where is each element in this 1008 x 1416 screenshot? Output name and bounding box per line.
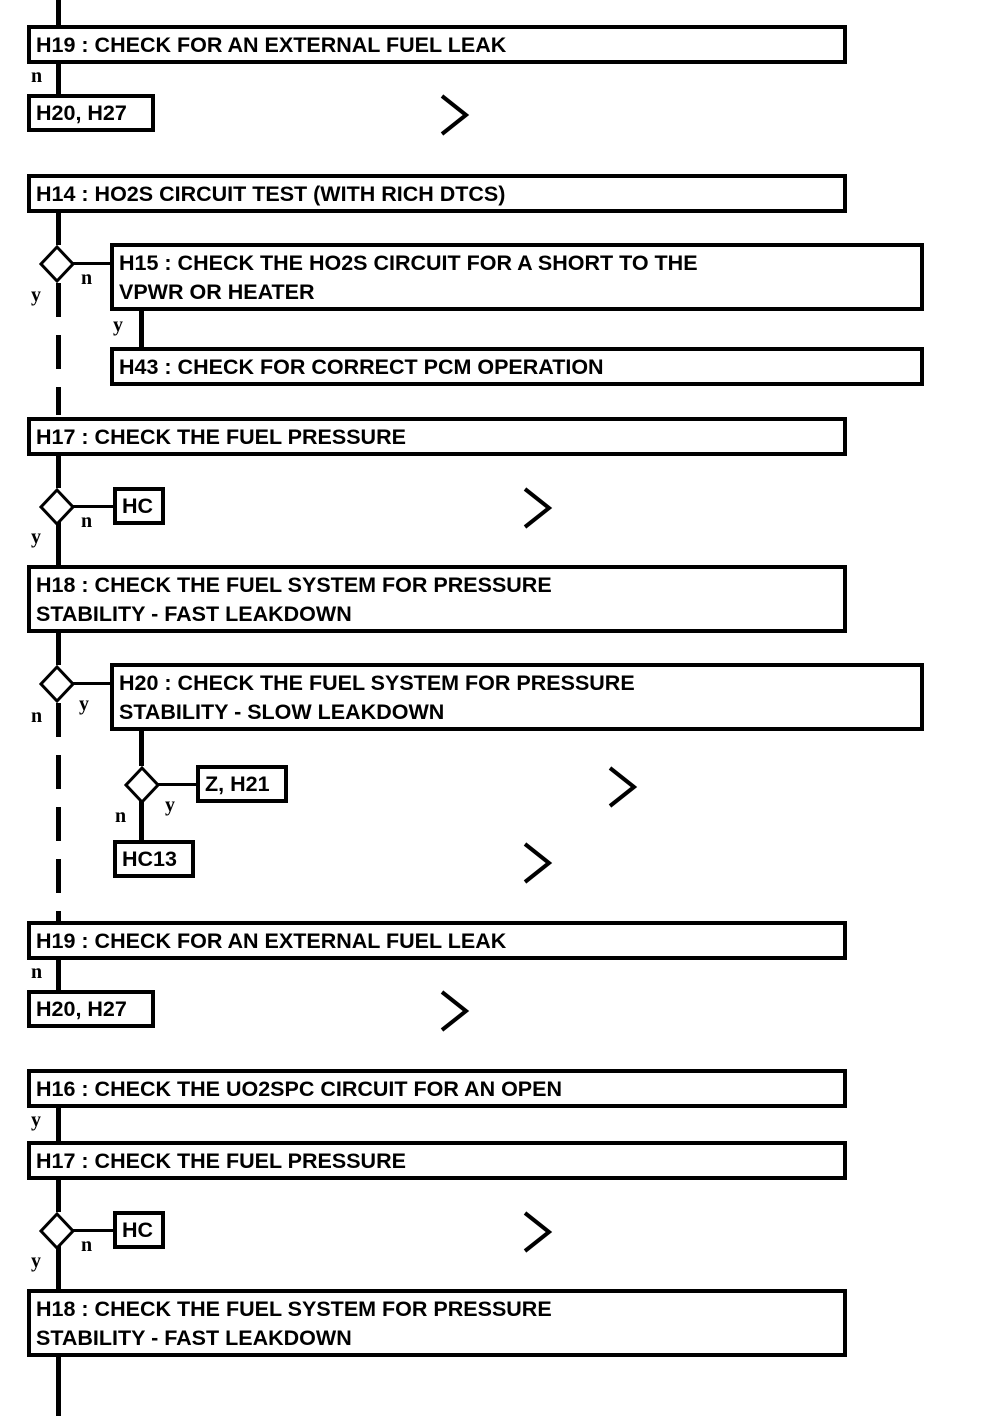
branch-label-h17b-yes: y xyxy=(31,1250,41,1272)
connector-spine-dashed-h18a-to-h19b xyxy=(56,703,61,921)
process-box-h16[interactable]: H16 : CHECK THE UO2SPC CIRCUIT FOR AN OP… xyxy=(27,1069,847,1108)
branch-label-h19b-no: n xyxy=(31,961,43,983)
chevron-marker-2 xyxy=(521,485,561,531)
branch-label-h17a-yes: y xyxy=(31,526,41,548)
decision-diamond-h14[interactable] xyxy=(39,245,75,283)
connector-h17b-no-to-hcb xyxy=(73,1229,115,1232)
chevron-marker-3 xyxy=(606,764,646,810)
branch-label-h17b-no: n xyxy=(81,1234,93,1256)
branch-label-h18a-yes: y xyxy=(79,693,89,715)
connector-h17a-yes-to-h18a xyxy=(56,522,61,567)
process-box-h17-a[interactable]: H17 : CHECK THE FUEL PRESSURE xyxy=(27,417,847,456)
connector-h18a-yes-to-h20 xyxy=(73,682,113,685)
process-box-h43[interactable]: H43 : CHECK FOR CORRECT PCM OPERATION xyxy=(110,347,924,386)
connector-h17a-to-diamond2 xyxy=(56,454,61,488)
terminal-box-hc13[interactable]: HC13 xyxy=(113,840,195,878)
decision-diamond-h17-a[interactable] xyxy=(39,488,75,526)
chevron-marker-5 xyxy=(438,988,478,1034)
branch-label-h17a-no: n xyxy=(81,510,93,532)
terminal-box-z-h21[interactable]: Z, H21 xyxy=(196,765,288,803)
branch-label-h15-yes: y xyxy=(113,314,123,336)
process-box-h20[interactable]: H20 : CHECK THE FUEL SYSTEM FOR PRESSURE… xyxy=(110,663,924,731)
branch-label-h20-no: n xyxy=(115,805,127,827)
connector-h20-to-diamond4 xyxy=(139,729,144,766)
process-box-h18-b[interactable]: H18 : CHECK THE FUEL SYSTEM FOR PRESSURE… xyxy=(27,1289,847,1357)
decision-diamond-h20[interactable] xyxy=(124,766,160,804)
process-box-h15[interactable]: H15 : CHECK THE HO2S CIRCUIT FOR A SHORT… xyxy=(110,243,924,311)
process-box-h19-a[interactable]: H19 : CHECK FOR AN EXTERNAL FUEL LEAK xyxy=(27,25,847,64)
connector-h17a-no-to-hc xyxy=(73,505,115,508)
branch-label-h14-yes: y xyxy=(31,284,41,306)
terminal-box-hc-b[interactable]: HC xyxy=(113,1211,165,1249)
terminal-box-h20-h27-b[interactable]: H20, H27 xyxy=(27,990,155,1028)
process-box-h17-b[interactable]: H17 : CHECK THE FUEL PRESSURE xyxy=(27,1141,847,1180)
connector-h20-yes-to-zh21 xyxy=(158,783,198,786)
connector-spine-dashed-h14-to-h17 xyxy=(56,283,61,415)
chevron-marker-6 xyxy=(521,1209,561,1255)
connector-h19b-to-h20h27b xyxy=(56,958,61,993)
branch-label-h18a-no: n xyxy=(31,705,43,727)
chevron-marker-1 xyxy=(438,92,478,138)
branch-label-h16-yes: y xyxy=(31,1109,41,1131)
branch-label-h14-no: n xyxy=(81,267,93,289)
connector-h18a-to-diamond3 xyxy=(56,631,61,665)
connector-top-stub xyxy=(56,0,61,28)
branch-label-h19a-no: n xyxy=(31,65,43,87)
terminal-box-h20-h27-a[interactable]: H20, H27 xyxy=(27,94,155,132)
terminal-box-hc-a[interactable]: HC xyxy=(113,487,165,525)
connector-h14-no-to-h15 xyxy=(73,262,113,265)
connector-h16-to-h17b xyxy=(56,1106,61,1143)
branch-label-h20-yes: y xyxy=(165,794,175,816)
connector-h19a-to-h20h27a xyxy=(56,62,61,97)
chevron-marker-4 xyxy=(521,840,561,886)
process-box-h18-a[interactable]: H18 : CHECK THE FUEL SYSTEM FOR PRESSURE… xyxy=(27,565,847,633)
process-box-h14[interactable]: H14 : HO2S CIRCUIT TEST (WITH RICH DTCS) xyxy=(27,174,847,213)
connector-h17b-to-diamond5 xyxy=(56,1178,61,1212)
connector-h15-to-h43 xyxy=(139,309,144,349)
connector-h14-to-diamond1 xyxy=(56,211,61,245)
connector-h17b-yes-to-h18b xyxy=(56,1246,61,1291)
decision-diamond-h17-b[interactable] xyxy=(39,1212,75,1250)
connector-h18b-bottom-stub xyxy=(56,1355,61,1416)
process-box-h19-b[interactable]: H19 : CHECK FOR AN EXTERNAL FUEL LEAK xyxy=(27,921,847,960)
decision-diamond-h18-a[interactable] xyxy=(39,665,75,703)
connector-h20-no-to-hc13 xyxy=(139,800,144,842)
